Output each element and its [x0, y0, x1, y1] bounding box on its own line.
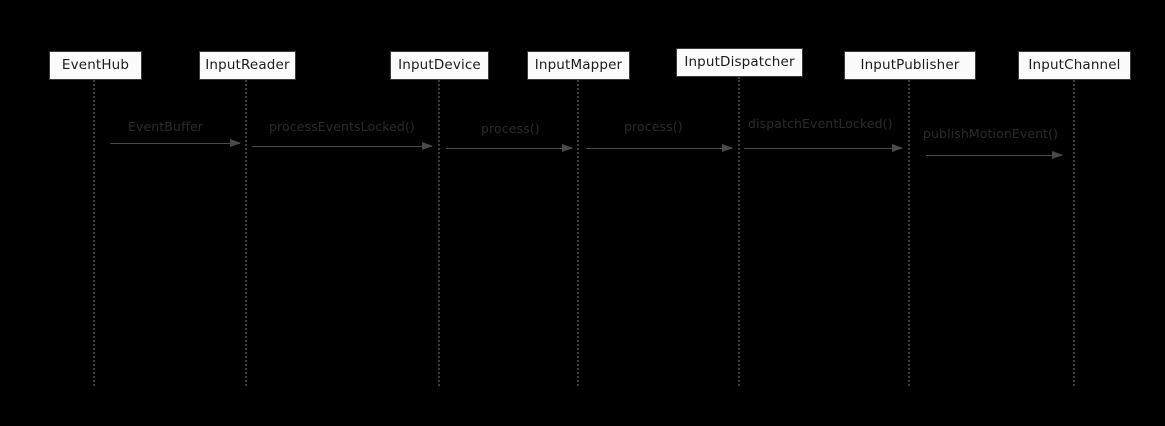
message-arrow-3[interactable] — [586, 144, 733, 152]
message-label-3: process() — [624, 119, 683, 134]
lifeline-inputmapper — [577, 80, 581, 386]
participant-inputdispatcher[interactable]: InputDispatcher — [676, 48, 803, 77]
lifeline-inputchannel — [1073, 80, 1077, 386]
message-label-2: process() — [481, 121, 540, 136]
lifeline-inputdevice — [438, 80, 442, 386]
message-arrow-2[interactable] — [446, 144, 573, 152]
lifeline-eventhub — [93, 80, 97, 386]
participant-inputmapper[interactable]: InputMapper — [527, 51, 630, 80]
arrow-head-icon — [722, 144, 733, 152]
arrow-line-icon — [744, 148, 902, 149]
arrow-line-icon — [110, 143, 240, 144]
participant-inputchannel[interactable]: InputChannel — [1018, 51, 1131, 80]
message-arrow-0[interactable] — [110, 139, 241, 147]
lifeline-inputreader — [245, 80, 249, 386]
arrow-line-icon — [926, 155, 1062, 156]
message-label-4: dispatchEventLocked() — [748, 116, 893, 131]
arrow-line-icon — [446, 148, 572, 149]
message-label-0: EventBuffer — [128, 119, 204, 134]
participant-inputreader[interactable]: InputReader — [199, 51, 296, 80]
message-arrow-1[interactable] — [252, 142, 433, 150]
arrow-head-icon — [1052, 151, 1063, 159]
arrow-head-icon — [892, 144, 903, 152]
arrow-head-icon — [230, 139, 241, 147]
arrow-line-icon — [252, 146, 432, 147]
arrow-head-icon — [562, 144, 573, 152]
message-arrow-4[interactable] — [744, 144, 903, 152]
participant-eventhub[interactable]: EventHub — [49, 51, 142, 80]
message-label-5: publishMotionEvent() — [923, 126, 1059, 141]
arrow-line-icon — [586, 148, 732, 149]
lifeline-inputpublisher — [908, 80, 912, 386]
arrow-head-icon — [422, 142, 433, 150]
participant-inputpublisher[interactable]: InputPublisher — [844, 51, 976, 80]
message-arrow-5[interactable] — [926, 151, 1063, 159]
participant-inputdevice[interactable]: InputDevice — [390, 51, 489, 80]
message-label-1: processEventsLocked() — [269, 119, 415, 134]
lifeline-inputdispatcher — [738, 77, 742, 386]
